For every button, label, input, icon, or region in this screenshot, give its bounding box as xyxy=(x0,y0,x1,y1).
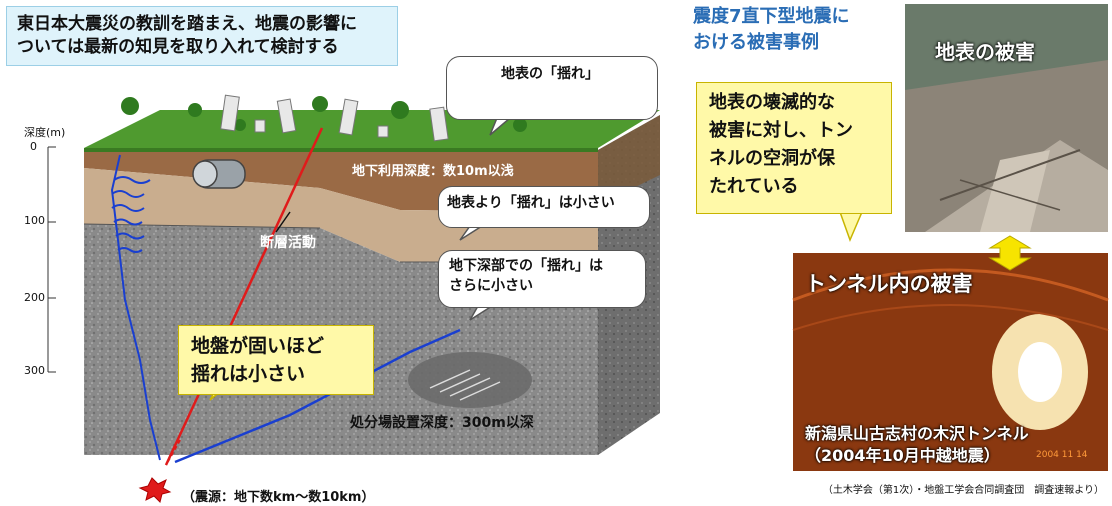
photo-date: 2004 11 14 xyxy=(1036,450,1088,460)
surface-damage-photo xyxy=(905,4,1108,232)
bubble-surface-shake: 地表の「揺れ」 xyxy=(446,56,658,120)
depth-tick-0: 0 xyxy=(30,140,37,153)
example-callout-line2: 被害に対し、トン xyxy=(709,120,853,141)
comparison-arrow-icon xyxy=(988,235,1032,271)
bubble-smaller: 地表より「揺れ」は小さい xyxy=(438,186,650,228)
example-callout-line4: たれている xyxy=(709,176,799,197)
bubble-deep-line1: 地下深部での「揺れ」は xyxy=(449,258,603,274)
seismic-wave-left xyxy=(110,154,161,461)
depth-tick-300: 300 xyxy=(24,364,45,377)
bubble-deep: 地下深部での「揺れ」は さらに小さい xyxy=(438,250,646,308)
ground-note-line1: 地盤が固いほど xyxy=(191,335,325,357)
depth-axis-label: 深度(m) xyxy=(24,126,66,139)
bubble-surface-shake-text: 地表の「揺れ」 xyxy=(501,66,599,82)
ground-note-callout: 地盤が固いほど 揺れは小さい xyxy=(178,325,374,395)
tunnel-caption-line2: （2004年10月中越地震） xyxy=(805,446,1000,465)
tunnel-caption-line1: 新潟県山古志村の木沢トンネル xyxy=(805,424,1029,443)
example-title: 震度7直下型地震に おける被害事例 xyxy=(693,4,913,56)
bubble-deep-line2: さらに小さい xyxy=(449,278,533,294)
example-title-line1: 震度7直下型地震に xyxy=(693,6,850,27)
depth-tick-100: 100 xyxy=(24,214,45,227)
hypocenter-star xyxy=(138,477,172,503)
tunnel-damage-label: トンネル内の被害 xyxy=(805,272,973,296)
bubble-smaller-text: 地表より「揺れ」は小さい xyxy=(447,195,615,211)
example-callout: 地表の壊滅的な 被害に対し、トン ネルの空洞が保 たれている xyxy=(696,82,892,214)
hypocenter-label: （震源：地下数km〜数10km） xyxy=(182,490,375,505)
tunnel-graphic xyxy=(192,159,246,189)
tunnel-damage-photo xyxy=(792,253,1109,471)
soil-layer-middle xyxy=(84,168,598,262)
example-title-line2: おける被害事例 xyxy=(693,32,819,53)
example-callout-line1: 地表の壊滅的な xyxy=(709,92,835,113)
ground-note-line2: 揺れは小さい xyxy=(191,363,306,385)
fault-activity-label: 断層活動 xyxy=(260,235,316,251)
depth-tick-200: 200 xyxy=(24,291,45,304)
title-box: 東日本大震災の教訓を踏まえ、地震の影響に ついては最新の知見を取り入れて検討する xyxy=(6,6,398,66)
underground-use-label: 地下利用深度：数10m以浅 xyxy=(352,164,514,179)
example-callout-line3: ネルの空洞が保 xyxy=(709,148,835,169)
surface-damage-label: 地表の被害 xyxy=(935,40,1035,64)
title-line-2: ついては最新の知見を取り入れて検討する xyxy=(17,37,339,57)
buildings xyxy=(220,94,449,142)
title-line-1: 東日本大震災の教訓を踏まえ、地震の影響に xyxy=(17,14,357,34)
fault-line xyxy=(164,127,324,466)
disposal-depth-label: 処分場設置深度：300m以深 xyxy=(350,415,534,431)
disposal-site xyxy=(408,352,532,408)
source-note: （土木学会（第1次）・地盤工学会合同調査団 調査速報より） xyxy=(822,485,1104,496)
depth-axis xyxy=(47,146,56,373)
